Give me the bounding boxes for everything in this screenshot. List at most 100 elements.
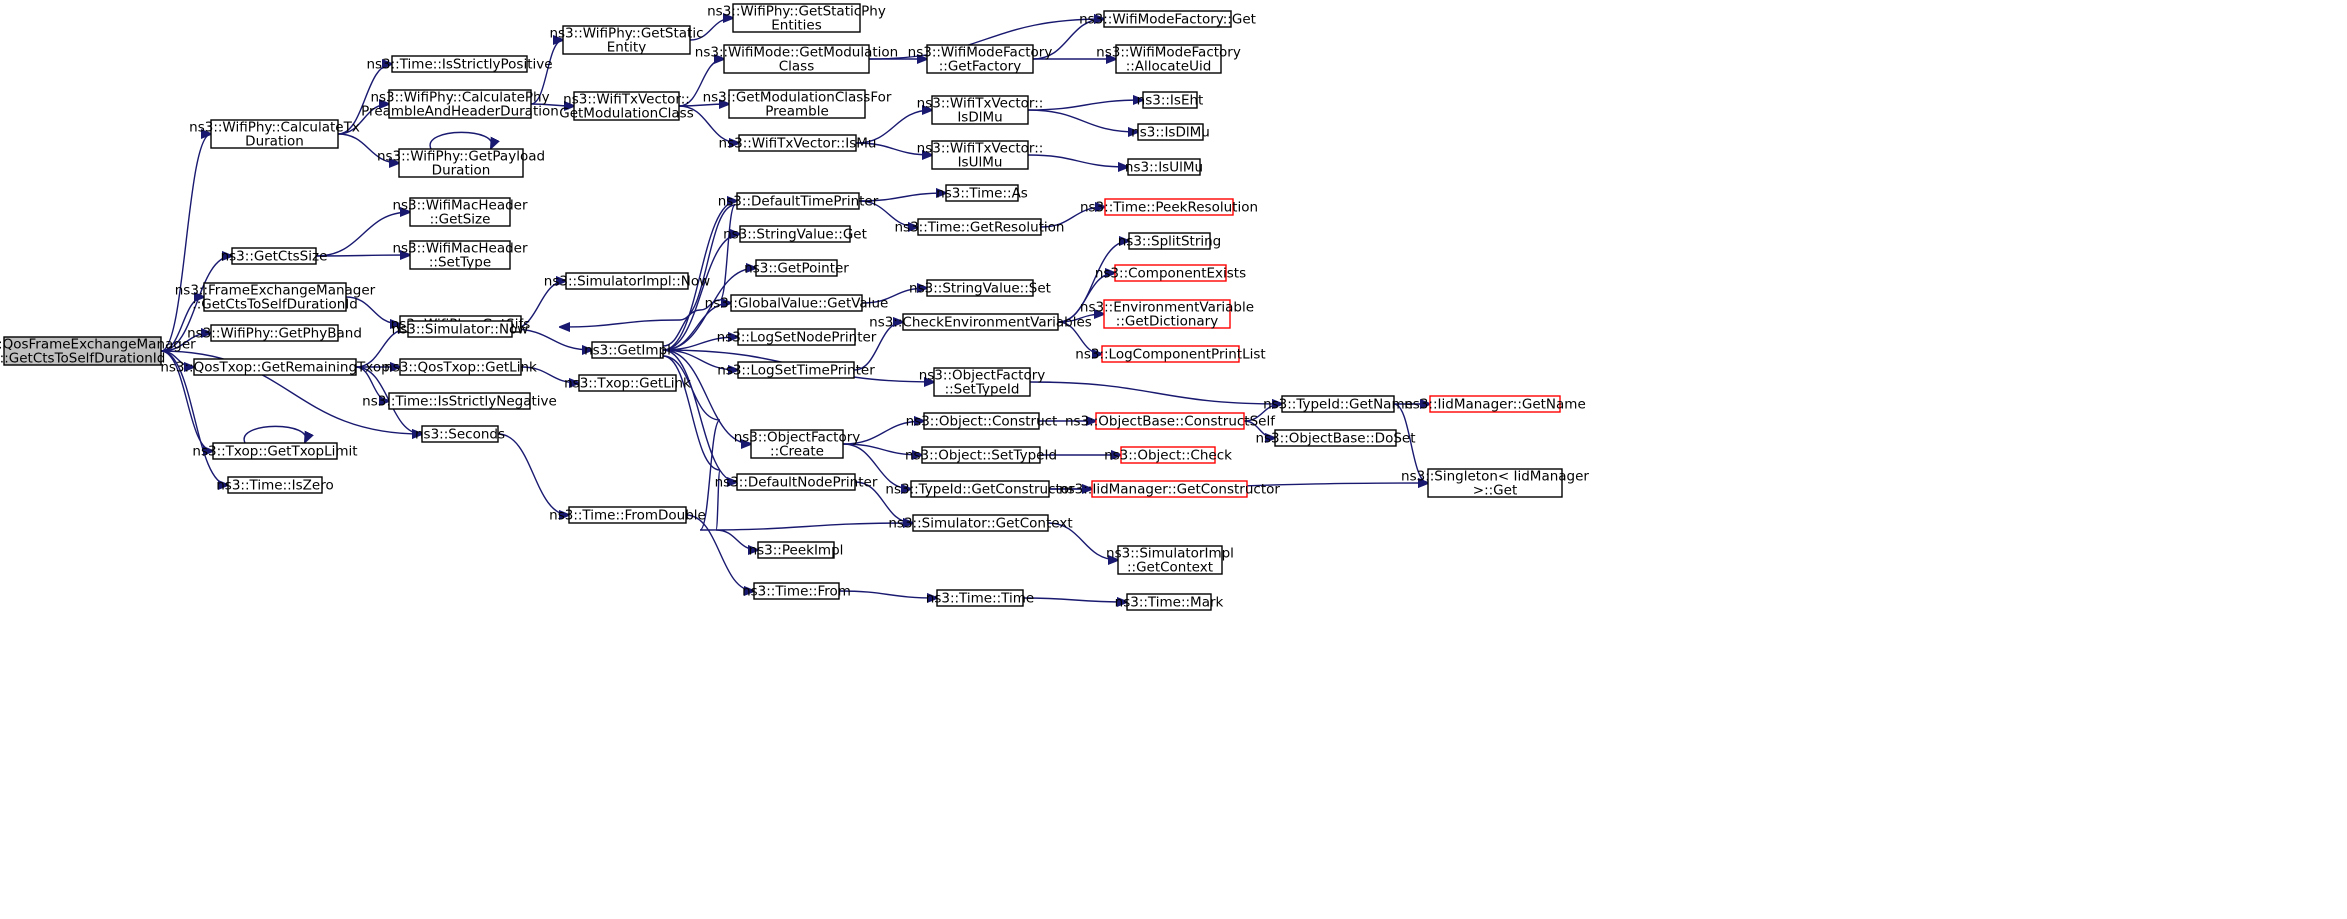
node-wmfAlloc[interactable]: ns3::WifiModeFactory::AllocateUid <box>1096 44 1241 75</box>
node-isMu[interactable]: ns3::WifiTxVector::IsMu <box>719 134 877 152</box>
node-logSetNode[interactable]: ns3::LogSetNodePrinter <box>717 328 877 346</box>
node-timeTime[interactable]: ns3::Time::Time <box>926 589 1034 607</box>
node-label: ns3::Time::Mark <box>1115 595 1224 611</box>
edge-gvGetValue-to-svSet <box>861 288 927 304</box>
edge-getCtsSize-to-macGetSize <box>315 212 410 257</box>
edge-txvModClass-to-modeModClass <box>678 59 724 107</box>
node-preamble[interactable]: ns3::WifiPhy::CalculatePhyPreambleAndHea… <box>361 89 559 120</box>
node-isDlMuF[interactable]: ns3::IsDlMu <box>1131 123 1210 141</box>
node-timeAs[interactable]: ns3::Time::As <box>936 184 1028 202</box>
node-getRes[interactable]: ns3::Time::GetResolution <box>894 218 1065 236</box>
node-modeModClass[interactable]: ns3::WifiMode::GetModulationClass <box>695 44 898 75</box>
edge-isMu-to-isUlMu <box>855 142 932 155</box>
node-timeFrom[interactable]: ns3::Time::From <box>742 582 851 600</box>
nodes-layer: ns3::QosFrameExchangeManager::GetCtsToSe… <box>0 3 1589 611</box>
node-objBaseCS[interactable]: ns3::ObjectBase::ConstructSelf <box>1065 412 1276 430</box>
node-envDict[interactable]: ns3::EnvironmentVariable::GetDictionary <box>1080 299 1254 330</box>
node-logSetTime[interactable]: ns3::LogSetTimePrinter <box>717 361 875 379</box>
node-ofSetTypeId[interactable]: ns3::ObjectFactory::SetTypeId <box>919 367 1046 398</box>
node-box <box>1115 44 1222 74</box>
node-simImplNow[interactable]: ns3::SimulatorImpl::Now <box>544 272 710 290</box>
edge-calcTx-to-strictPos <box>337 64 392 135</box>
node-strValGet[interactable]: ns3::StringValue::Get <box>723 225 867 243</box>
node-peekRes[interactable]: ns3::Time::PeekResolution <box>1080 198 1258 216</box>
node-isEht[interactable]: ns3::IsEht <box>1137 91 1204 109</box>
node-qosLink[interactable]: ns3::QosTxop::GetLink <box>384 358 537 376</box>
node-box <box>750 429 844 459</box>
node-getCtsSize[interactable]: ns3::GetCtsSize <box>221 247 328 265</box>
node-simImplCtx[interactable]: ns3::SimulatorImpl::GetContext <box>1106 545 1234 576</box>
node-label: ns3::FrameExchangeManager <box>175 283 376 299</box>
node-remTxop[interactable]: ns3::QosTxop::GetRemainingTxop <box>160 358 390 376</box>
node-label: ns3::WifiMacHeader <box>392 241 528 257</box>
node-strictPos[interactable]: ns3::Time::IsStrictlyPositive <box>366 55 553 73</box>
node-box <box>1120 446 1216 464</box>
node-iidGetName[interactable]: ns3::IidManager::GetName <box>1404 395 1586 413</box>
node-objConstruct[interactable]: ns3::Object::Construct <box>906 412 1058 430</box>
node-phyBand[interactable]: ns3::WifiPhy::GetPhyBand <box>187 324 362 342</box>
edge-preamble-to-staticEntity <box>530 40 563 105</box>
node-root[interactable]: ns3::QosFrameExchangeManager::GetCtsToSe… <box>0 336 196 367</box>
node-isUlMuF[interactable]: ns3::IsUlMu <box>1125 158 1203 176</box>
node-box <box>933 367 1031 397</box>
node-label: Duration <box>432 163 491 179</box>
node-iidGetCtor[interactable]: ns3::IidManager::GetConstructor <box>1059 480 1280 498</box>
edge-timeTime-to-timeMark <box>1022 598 1127 602</box>
node-timeMark[interactable]: ns3::Time::Mark <box>1115 593 1224 611</box>
node-objBaseDoSet[interactable]: ns3::ObjectBase::DoSet <box>1255 429 1416 447</box>
node-simGetCtx[interactable]: ns3::Simulator::GetContext <box>888 514 1073 532</box>
node-tidGetName[interactable]: ns3::TypeId::GetName <box>1263 395 1413 413</box>
node-getImpl[interactable]: ns3::GetImpl <box>584 341 671 359</box>
node-box <box>591 341 664 359</box>
node-wmfGetFactory[interactable]: ns3::WifiModeFactory::GetFactory <box>908 44 1053 75</box>
node-logCompPrint[interactable]: ns3::LogComponentPrintList <box>1075 345 1266 363</box>
node-fem[interactable]: ns3::FrameExchangeManager::GetCtsToSelfD… <box>175 282 376 313</box>
node-singletonGet[interactable]: ns3::Singleton< IidManager>::Get <box>1401 468 1589 499</box>
node-simNow[interactable]: ns3::Simulator::Now <box>392 320 529 338</box>
node-label: ns3::TypeId::GetConstructor <box>885 482 1075 498</box>
node-isUlMu[interactable]: ns3::WifiTxVector::IsUlMu <box>917 140 1044 171</box>
node-strictNeg[interactable]: ns3::Time::IsStrictlyNegative <box>362 392 557 410</box>
node-ofCreate[interactable]: ns3::ObjectFactory::Create <box>734 429 861 460</box>
node-wmfGet[interactable]: ns3::WifiModeFactory::Get <box>1079 10 1256 28</box>
edge-getImpl-to-ofCreate <box>662 349 751 444</box>
node-label: ns3::CheckEnvironmentVariables <box>869 315 1092 331</box>
node-compExists[interactable]: ns3::ComponentExists <box>1095 264 1246 282</box>
node-box <box>738 134 857 152</box>
node-label: ns3::ObjectBase::DoSet <box>1255 431 1415 447</box>
edge-defTimePrinter-to-timeAs <box>858 193 946 202</box>
node-fromDouble[interactable]: ns3::Time::FromDouble <box>549 506 706 524</box>
node-seconds[interactable]: ns3::Seconds <box>415 425 505 443</box>
node-getPointer[interactable]: ns3::GetPointer <box>744 259 849 277</box>
node-defNodePrinter[interactable]: ns3::DefaultNodePrinter <box>715 473 878 491</box>
node-macGetSize[interactable]: ns3::WifiMacHeader::GetSize <box>392 197 528 228</box>
edge-preamble-to-txvModClass <box>530 104 574 106</box>
node-objCheck[interactable]: ns3::Object::Check <box>1104 446 1232 464</box>
node-macSetType[interactable]: ns3::WifiMacHeader::SetType <box>392 240 528 271</box>
node-box <box>1142 91 1198 109</box>
node-txopLimit[interactable]: ns3::Txop::GetTxopLimit <box>192 442 358 460</box>
node-txvModClass[interactable]: ns3::WifiTxVector::GetModulationClass <box>559 91 694 122</box>
node-peekImpl[interactable]: ns3::PeekImpl <box>749 541 844 559</box>
node-gvGetValue[interactable]: ns3::GlobalValue::GetValue <box>705 294 889 312</box>
node-label: ns3::Simulator::Now <box>392 322 529 338</box>
node-isZero[interactable]: ns3::Time::IsZero <box>216 476 334 494</box>
node-svSet[interactable]: ns3::StringValue::Set <box>909 279 1051 297</box>
node-txopLink[interactable]: ns3::Txop::GetLink <box>564 374 691 392</box>
node-checkEnv[interactable]: ns3::CheckEnvironmentVariables <box>869 313 1092 331</box>
node-splitString[interactable]: ns3::SplitString <box>1118 232 1222 250</box>
node-label: ns3::SimulatorImpl::Now <box>544 274 710 290</box>
node-tidGetCtor[interactable]: ns3::TypeId::GetConstructor <box>885 480 1075 498</box>
node-defTimePrinter[interactable]: ns3::DefaultTimePrinter <box>718 192 879 210</box>
node-label: ns3::Seconds <box>415 427 505 443</box>
edge-modeModClass-to-wmfGet <box>868 19 1104 60</box>
node-objSetTypeId[interactable]: ns3::Object::SetTypeId <box>905 446 1057 464</box>
node-label: ns3::Time::Time <box>926 591 1034 607</box>
node-isDlMu[interactable]: ns3::WifiTxVector::IsDlMu <box>917 95 1044 126</box>
node-box <box>926 279 1034 297</box>
